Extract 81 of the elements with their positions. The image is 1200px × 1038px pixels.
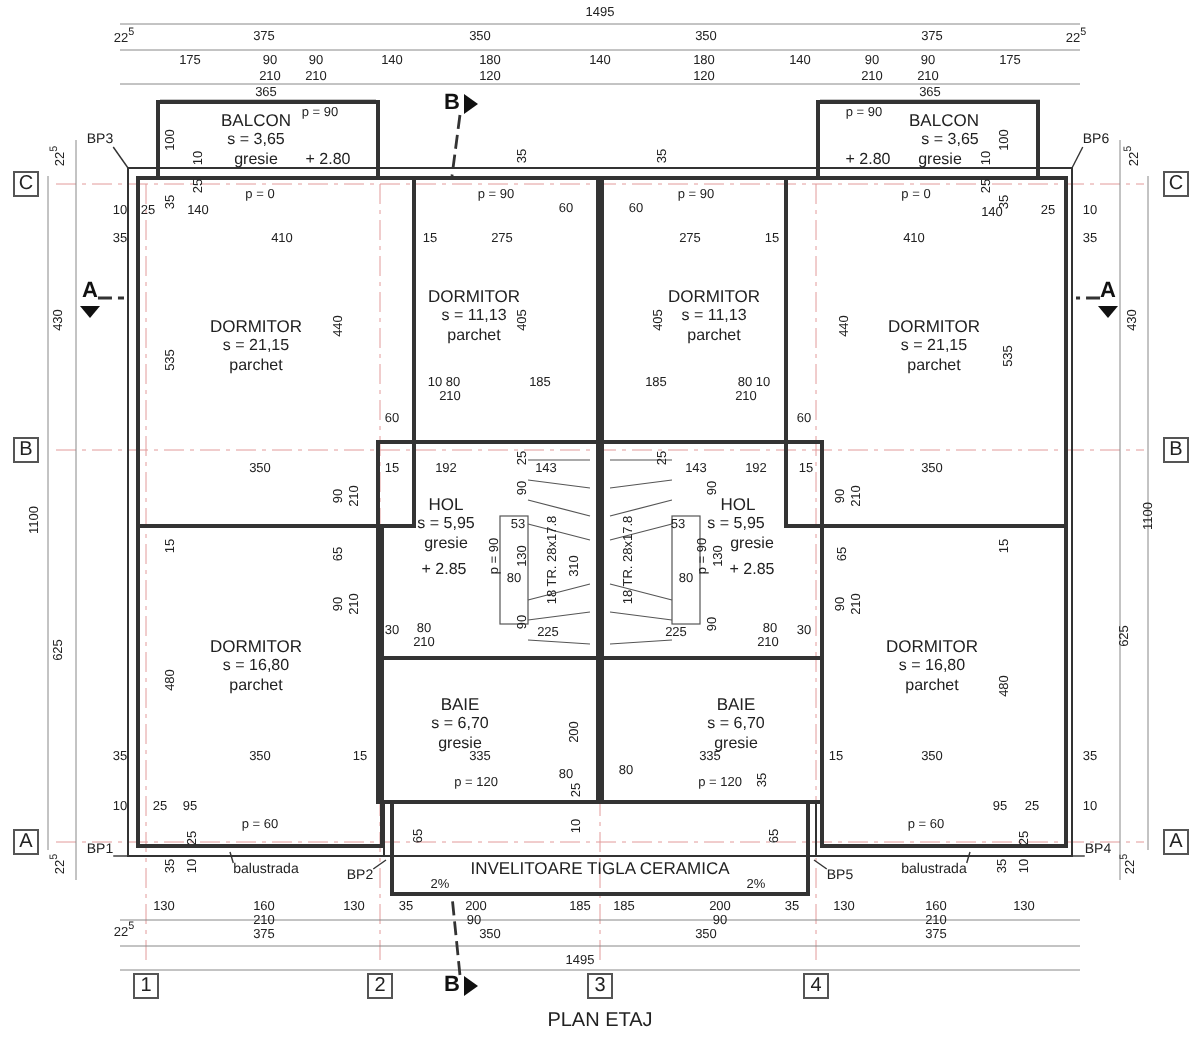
room-name: DORMITOR <box>887 317 981 335</box>
floor-finish: gresie <box>234 152 278 168</box>
room-outline <box>784 176 1068 528</box>
floor-finish: parchet <box>687 328 741 344</box>
room-outline <box>412 176 604 444</box>
room-name: HOL <box>428 495 464 513</box>
room-area: s = 6,70 <box>431 716 489 732</box>
room-area: s = 16,80 <box>898 658 966 674</box>
room-outline <box>596 176 788 444</box>
floor-finish: parchet <box>447 328 501 344</box>
leader-line <box>1071 146 1084 169</box>
room-name: HOL <box>720 495 756 513</box>
room-area: s = 5,95 <box>707 516 765 532</box>
room-outline <box>390 800 810 896</box>
room-area: s = 21,15 <box>222 338 290 354</box>
room-area: s = 21,15 <box>900 338 968 354</box>
room-name: DORMITOR <box>885 637 979 655</box>
room-area: s = 5,95 <box>417 516 475 532</box>
room-area: s = 6,70 <box>707 716 765 732</box>
room-name: BALCON <box>221 111 291 129</box>
room-outline <box>376 440 604 660</box>
room-outline <box>596 440 824 660</box>
room-outline <box>816 100 1040 180</box>
section-letter: B <box>444 93 460 115</box>
floor-level: + 2.80 <box>845 152 891 168</box>
floor-finish: parchet <box>907 358 961 374</box>
floor-finish: gresie <box>714 736 758 752</box>
room-area: s = 11,13 <box>681 308 747 324</box>
floor-finish: gresie <box>424 536 468 552</box>
floor-level: + 2.85 <box>729 562 775 578</box>
room-area: s = 16,80 <box>222 658 290 674</box>
grid-axis-bubble: C <box>1163 171 1189 197</box>
room-outline <box>596 656 824 804</box>
leader-line <box>813 859 828 870</box>
floor-finish: parchet <box>229 358 283 374</box>
room-name: DORMITOR <box>209 637 303 655</box>
plan-title: PLAN ETAJ <box>545 1012 655 1032</box>
grid-axis-bubble: 4 <box>803 973 829 999</box>
room-name: DORMITOR <box>667 287 761 305</box>
section-letter: A <box>82 281 98 303</box>
leader-line <box>966 851 971 864</box>
room-name: BALCON <box>909 111 979 129</box>
floor-level: + 2.85 <box>421 562 467 578</box>
room-outline <box>376 656 604 804</box>
leader-line <box>372 859 387 870</box>
floor-finish: gresie <box>918 152 962 168</box>
room-name: BAIE <box>716 695 756 713</box>
grid-axis-bubble: A <box>13 829 39 855</box>
section-line <box>1076 296 1101 300</box>
room-outline <box>136 524 384 848</box>
floor-finish: gresie <box>438 736 482 752</box>
room-area: s = 3,65 <box>227 132 285 148</box>
room-area: s = 3,65 <box>921 132 979 148</box>
floor-finish: parchet <box>229 678 283 694</box>
floor-level: + 2.80 <box>305 152 351 168</box>
section-line <box>450 114 462 177</box>
grid-axis-bubble: 2 <box>367 973 393 999</box>
room-area: s = 11,13 <box>441 308 507 324</box>
grid-axis-bubble: 3 <box>587 973 613 999</box>
leader-line <box>229 851 234 864</box>
section-letter: A <box>1100 281 1116 303</box>
room-name: BAIE <box>440 695 480 713</box>
room-name: INVELITOARE TIGLA CERAMICA <box>470 859 730 877</box>
grid-axis-bubble: 1 <box>133 973 159 999</box>
grid-axis-bubble: B <box>1163 437 1189 463</box>
leader-line <box>1071 855 1086 857</box>
leader-line <box>112 855 129 857</box>
room-name: DORMITOR <box>427 287 521 305</box>
room-outline <box>156 100 380 180</box>
room-outline <box>136 176 416 528</box>
room-outline <box>820 524 1068 848</box>
floor-finish: parchet <box>905 678 959 694</box>
floor-finish: gresie <box>730 536 774 552</box>
grid-axis-bubble: C <box>13 171 39 197</box>
leader-line <box>112 146 129 169</box>
room-name: DORMITOR <box>209 317 303 335</box>
section-line <box>97 296 124 300</box>
section-letter: B <box>444 975 460 997</box>
grid-axis-bubble: A <box>1163 829 1189 855</box>
section-line <box>450 895 462 976</box>
grid-axis-bubble: B <box>13 437 39 463</box>
